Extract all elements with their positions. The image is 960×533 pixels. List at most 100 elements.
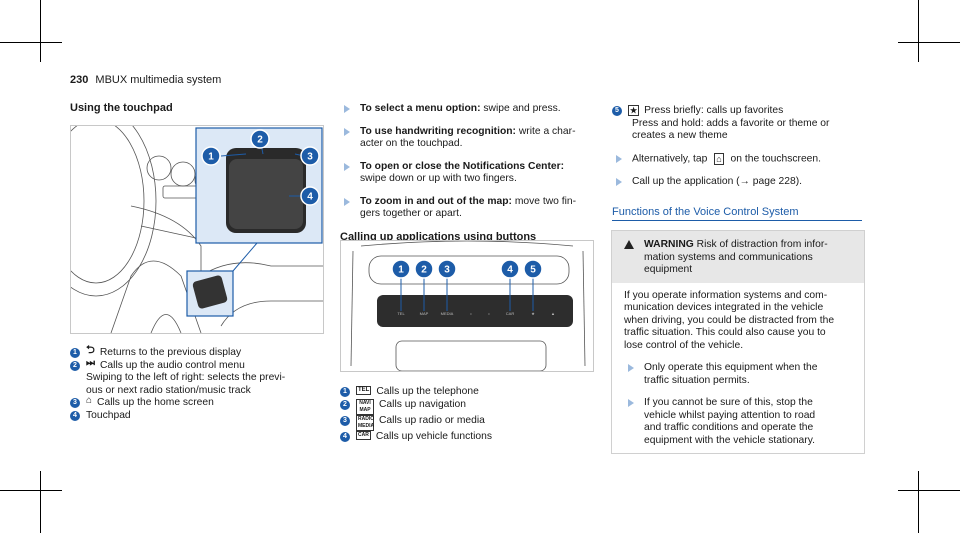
svg-text:2: 2 [257, 135, 263, 146]
gesture-text: move two fin- gers together or apart. [360, 195, 577, 220]
callout-2: 2 [70, 360, 80, 371]
svg-text:4: 4 [507, 265, 513, 276]
favorites-text: Press briefly: calls up favorites [644, 105, 784, 116]
legend-text: Calls up vehicle functions [375, 430, 493, 442]
bullet-text: on the touchscreen. [730, 153, 821, 165]
touchpad-figure: 1 2 3 4 [70, 125, 324, 334]
legend-text: Touchpad [86, 409, 131, 421]
voice-control-heading: Functions of the Voice Control System [612, 206, 862, 221]
right-column: 5 ★ Press briefly: calls up favorites Pr… [612, 105, 867, 221]
callout-1: 1 [340, 387, 350, 397]
warning-body: If you operate information systems and c… [612, 283, 864, 458]
legend-item-5: 5 ★ Press briefly: calls up favorites [612, 105, 867, 118]
back-arrow-icon: ⮌ [86, 344, 95, 356]
svg-text:CAR: CAR [506, 311, 515, 316]
svg-text:1: 1 [208, 152, 214, 163]
page-header: 230 MBUX multimedia system [70, 74, 221, 86]
crop-mark [0, 42, 62, 43]
callout-2: 2 [340, 399, 350, 410]
navi-map-icon: NAVI MAP [356, 398, 374, 415]
arrow-bullet-icon [344, 127, 350, 136]
crop-mark [918, 471, 919, 533]
buttons-heading: Calling up applications using buttons [340, 230, 537, 243]
touchpad-illustration: 1 2 3 4 [71, 126, 323, 333]
warning-head-text: Risk of distraction from infor- mation s… [644, 239, 828, 275]
touchpad-heading: Using the touchpad [70, 102, 173, 114]
arrow-bullet-icon [616, 177, 622, 186]
arrow-bullet-icon [344, 197, 350, 206]
warning-icon [624, 240, 634, 249]
svg-text:★: ★ [531, 311, 535, 316]
skip-icon: ⏭ [86, 357, 95, 369]
home-icon: ⌂ [86, 395, 93, 406]
crop-mark [898, 42, 960, 43]
arrow-bullet-icon [628, 399, 634, 407]
callout-4: 4 [70, 410, 80, 421]
legend-text: Calls up the telephone [376, 386, 479, 397]
callout-3: 3 [340, 415, 350, 426]
star-icon: ★ [628, 105, 640, 116]
legend-text: Returns to the previous display [99, 347, 242, 358]
car-icon: CAR [356, 430, 371, 440]
warning-box: WARNING Risk of distraction from infor- … [611, 230, 865, 454]
arrow-bullet-icon [616, 154, 622, 163]
callout-3: 3 [70, 398, 80, 408]
alternative-bullet: Alternatively, tap ⌂ on the touchscreen. [612, 152, 867, 166]
warning-label: WARNING [644, 239, 694, 250]
warning-header: WARNING Risk of distraction from infor- … [612, 231, 864, 283]
legend-text: Calls up the home screen [97, 397, 214, 408]
gesture-list: To select a menu option: swipe and press… [340, 103, 595, 249]
home-icon: ⌂ [714, 152, 724, 165]
warning-bullet-text: If you cannot be sure of this, stop the … [644, 397, 816, 446]
crop-mark [918, 0, 919, 62]
page-reference-link[interactable]: Call up the application (→ page 228). [632, 175, 803, 187]
svg-text:4: 4 [307, 192, 313, 203]
warning-bullet: Only operate this equipment when the tra… [624, 362, 854, 387]
svg-text:2: 2 [421, 265, 427, 276]
gesture-text: write a char- acter on the touchpad. [360, 125, 576, 150]
legend-extra-text: Swiping to the left of right: selects th… [86, 372, 286, 396]
button-legend-item-3: 3 RADIO MEDIA Calls up radio or media [340, 414, 595, 431]
crop-mark [40, 0, 41, 62]
gesture-item: To open or close the Notifications Cente… [340, 161, 595, 186]
arrow-bullet-icon [344, 105, 350, 113]
crop-mark [0, 490, 62, 491]
warning-paragraph: If you operate information systems and c… [624, 289, 835, 351]
svg-text:TEL: TEL [397, 311, 405, 316]
legend-text: Calls up the audio control menu [100, 359, 245, 371]
svg-text:1: 1 [398, 265, 404, 276]
warning-bullet: If you cannot be sure of this, stop the … [624, 397, 854, 447]
svg-text:3: 3 [307, 152, 313, 163]
buttons-legend: 1 TEL Calls up the telephone 2 NAVI MAP … [340, 386, 595, 443]
callout-1: 1 [70, 348, 80, 358]
svg-text:3: 3 [444, 265, 450, 276]
arrow-bullet-icon [628, 364, 634, 372]
legend-item-3: 3 ⌂ Calls up the home screen [70, 395, 325, 410]
svg-text:MEDIA: MEDIA [441, 311, 454, 316]
gesture-item: To zoom in and out of the map: move two … [340, 196, 595, 221]
call-app-bullet: Call up the application (→ page 228). [612, 176, 867, 189]
legend-item-2: 2 ⏭ Calls up the audio control menu [70, 357, 325, 373]
radio-media-icon: RADIO MEDIA [356, 414, 375, 431]
crop-mark [40, 471, 41, 533]
gesture-text: swipe down or up with two fingers. [360, 173, 517, 184]
crop-mark [898, 490, 960, 491]
svg-text:MAP: MAP [420, 311, 429, 316]
button-legend-item-2: 2 NAVI MAP Calls up navigation [340, 398, 595, 415]
gesture-label: To open or close the Notifications Cente… [360, 160, 565, 172]
warning-bullet-text: Only operate this equipment when the tra… [644, 362, 818, 386]
legend-item-4: 4 Touchpad [70, 410, 325, 423]
bullet-text: Alternatively, tap [632, 153, 708, 165]
gesture-text: swipe and press. [480, 103, 561, 114]
legend-item-1: 1 ⮌ Returns to the previous display [70, 344, 325, 360]
page-number: 230 [70, 74, 89, 86]
gesture-label: To select a menu option: [360, 103, 481, 114]
gesture-item: To select a menu option: swipe and press… [340, 103, 595, 116]
callout-5: 5 [612, 106, 622, 116]
tel-icon: TEL [356, 386, 372, 395]
arrow-bullet-icon [344, 162, 350, 171]
svg-text:5: 5 [530, 265, 536, 276]
svg-text:▲: ▲ [551, 311, 555, 316]
